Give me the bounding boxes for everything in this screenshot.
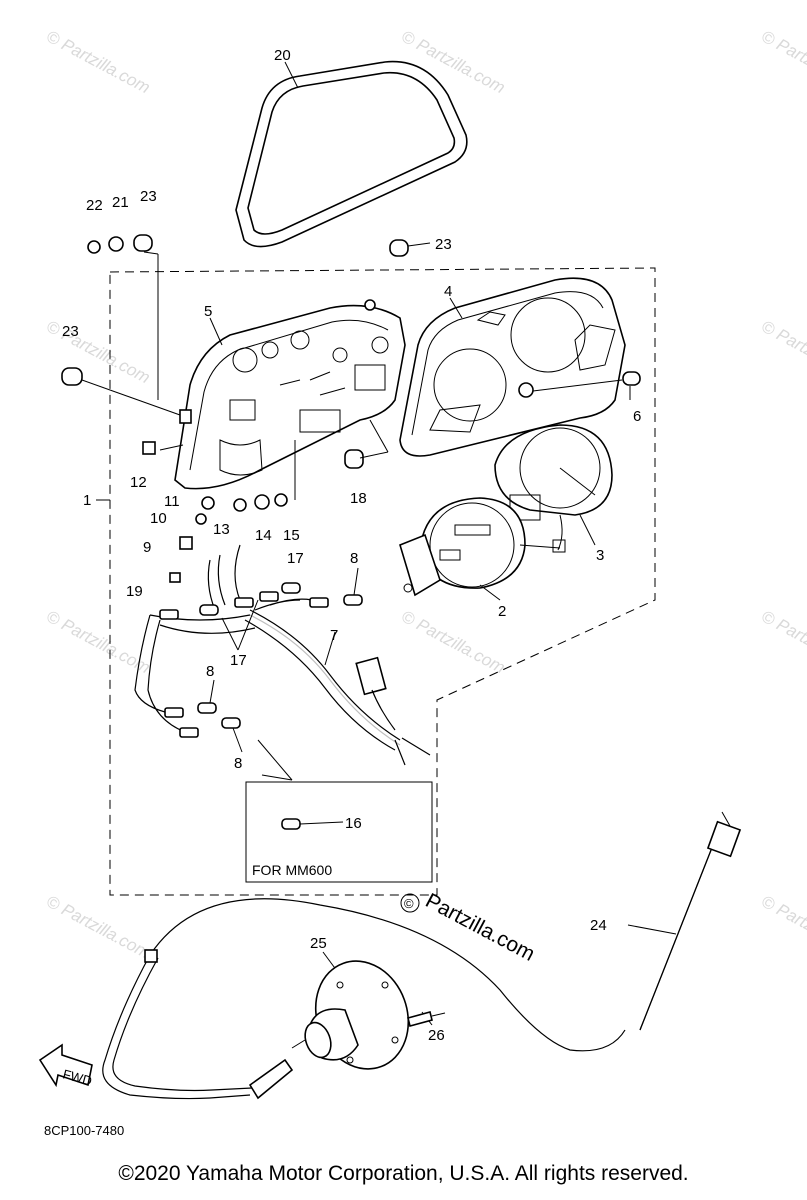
callouts: 20 22 21 23 23 23 4 5 6 12 18 1 11 10 13… [62,47,641,1044]
callout-25: 25 [310,935,327,952]
callout-22: 22 [86,197,103,214]
assembly-outline [96,267,656,896]
callout-17-b: 17 [230,652,247,669]
small-parts [61,234,641,583]
callout-15: 15 [283,527,300,544]
callout-9: 9 [143,539,151,556]
watermark-9: © Partzilla.com [43,892,153,963]
fwd-label: FWD [61,1066,93,1088]
callout-23-b: 23 [435,236,452,253]
callout-23-a: 23 [140,188,157,205]
watermark-5: © Partzilla.com [758,317,807,388]
callout-7: 7 [330,627,338,644]
part-6-cap [622,371,641,386]
part-14 [254,494,270,510]
part-4-meter-cover [399,277,626,457]
watermark-7: © Partzilla.com [398,607,508,678]
callout-13: 13 [213,521,230,538]
watermark-3: © Partzilla.com [758,27,807,98]
callout-8-b: 8 [206,663,214,680]
part-19-screw [169,572,181,583]
part-24-cable [102,811,742,1100]
part-25-drive-gear [291,960,410,1070]
part-23-grommet-b [389,239,409,257]
part-15 [274,493,288,507]
sockets [159,591,329,738]
inset-label: FOR MM600 [252,862,332,878]
part-18-grommet [344,449,364,469]
part-26-pin [407,1011,446,1027]
callout-17-a: 17 [287,550,304,567]
part-9-screw [179,536,193,550]
diagram-code: 8CP100-7480 [44,1123,124,1138]
leader-lines [81,61,677,1026]
screw-upper [179,409,192,424]
callout-4: 4 [444,283,452,300]
callout-16: 16 [345,815,362,832]
fwd-arrow-icon: FWD [38,1043,94,1089]
part-22-nut [87,240,101,254]
callout-14: 14 [255,527,272,544]
callout-19: 19 [126,583,143,600]
brand-circle-c: © [404,896,414,911]
brand-text: Partzilla.com [422,889,539,966]
callout-11: 11 [164,493,180,510]
watermark-1: © Partzilla.com [43,27,153,98]
callout-26: 26 [428,1027,445,1044]
callout-23-c: 23 [62,323,79,340]
part-20-bezel-ring [235,60,468,248]
callout-18: 18 [350,490,367,507]
bulbs [197,582,363,729]
callout-2: 2 [498,603,506,620]
part-2-speedometer [399,497,561,597]
watermark-10: © Partzilla.com [758,892,807,963]
part-7-wire-harness [134,544,431,766]
part-10 [195,513,207,525]
callout-5: 5 [204,303,212,320]
watermark-6: © Partzilla.com [43,607,153,678]
copyright-notice: ©2020 Yamaha Motor Corporation, U.S.A. A… [118,1162,689,1185]
watermark-4: © Partzilla.com [43,317,153,388]
part-23-grommet-c [61,367,83,386]
callout-3: 3 [596,547,604,564]
callout-1: 1 [83,492,91,509]
callout-10: 10 [150,510,167,527]
callout-21: 21 [112,194,129,211]
part-21-washer [108,236,124,252]
callout-8-a: 8 [350,550,358,567]
callout-8-c: 8 [234,755,242,772]
callout-6: 6 [633,408,641,425]
part-23-grommet-a [133,234,153,252]
part-12-screw [142,441,156,455]
inset-mm600: FOR MM600 [245,781,433,883]
part-11 [201,496,215,510]
watermark-8: © Partzilla.com [758,607,807,678]
callout-24: 24 [590,917,607,934]
callout-12: 12 [130,474,147,491]
part-13 [233,498,247,512]
callout-20: 20 [274,47,291,64]
part-5-lower-case [174,304,406,490]
partzilla-brand-mark: © Partzilla.com [400,889,539,966]
